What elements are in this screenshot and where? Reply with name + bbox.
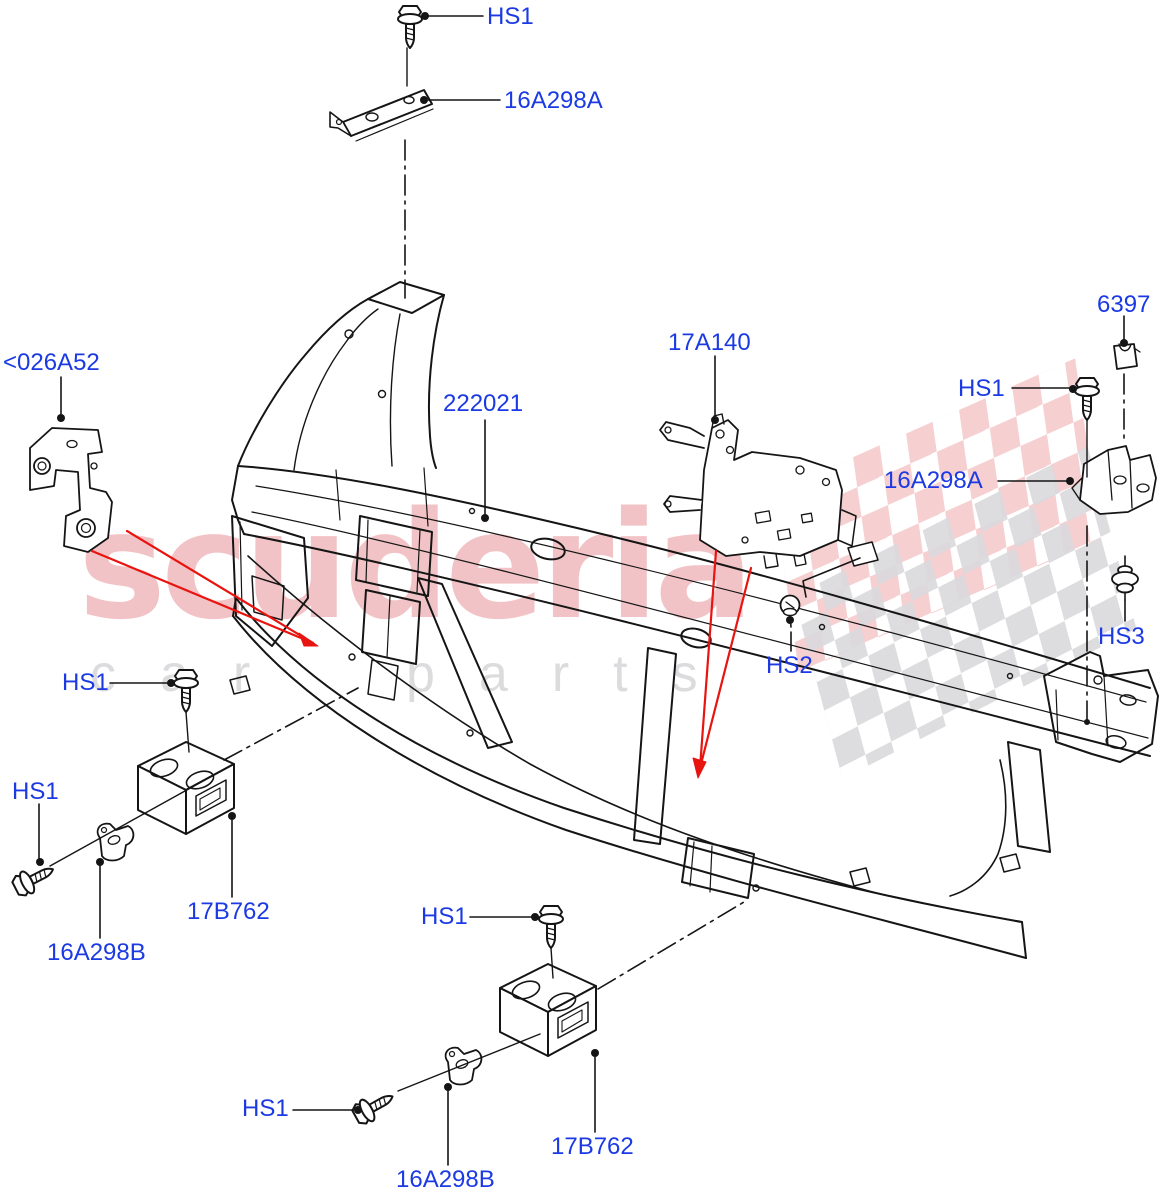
radiator-support-panel — [229, 281, 1159, 959]
part-label-16a298a-top[interactable]: 16A298A — [504, 87, 603, 114]
part-label-hs1-bottom-left[interactable]: HS1 — [242, 1095, 289, 1122]
part-label-hs1-left[interactable]: HS1 — [62, 669, 109, 696]
bracket-026a52 — [29, 427, 113, 553]
part-label-17a140[interactable]: 17A140 — [668, 329, 751, 356]
screw-hs2 — [779, 594, 801, 628]
part-label-hs3[interactable]: HS3 — [1098, 623, 1145, 650]
clip-6397 — [1113, 343, 1141, 370]
part-label-17b762-left[interactable]: 17B762 — [187, 898, 270, 925]
leader-dots — [36, 12, 1128, 1114]
bracket-16a298b-bottom — [444, 1046, 483, 1086]
bracket-16a298a-right — [1071, 445, 1157, 515]
bolt-hs1-right — [1074, 377, 1100, 421]
part-label-16a298b-left[interactable]: 16A298B — [47, 939, 146, 966]
bolt-hs1-bottom — [538, 905, 564, 949]
part-label-hs1-top[interactable]: HS1 — [487, 3, 534, 30]
block-17b762-left — [137, 741, 235, 835]
red-pointer-arrows — [90, 529, 753, 779]
part-label-hs1-bottom[interactable]: HS1 — [421, 903, 468, 930]
bolt-hs1-left — [173, 669, 199, 713]
leader-lines — [38, 15, 1126, 1166]
bracket-16a298a-top — [329, 89, 434, 142]
part-label-hs2[interactable]: HS2 — [766, 652, 813, 679]
stud-hs3 — [1111, 555, 1139, 601]
part-label-hs1-right[interactable]: HS1 — [958, 375, 1005, 402]
bracket-17a140 — [659, 413, 879, 569]
watermark-word-parts: parts — [406, 645, 742, 703]
part-label-222021[interactable]: 222021 — [443, 390, 524, 417]
part-label-6397[interactable]: 6397 — [1097, 291, 1151, 318]
part-label-16a298b-bottom[interactable]: 16A298B — [396, 1166, 495, 1193]
part-label-hs1-left-lower[interactable]: HS1 — [12, 778, 59, 805]
part-label-026a52[interactable]: <026A52 — [3, 349, 100, 376]
bolt-hs1-top — [397, 5, 423, 49]
dash-dot-lines — [223, 139, 1125, 990]
part-label-16a298a-right[interactable]: 16A298A — [884, 467, 983, 494]
watermark-word-car: car — [90, 645, 295, 703]
part-label-17b762-bottom[interactable]: 17B762 — [551, 1133, 634, 1160]
block-17b762-bottom — [499, 963, 597, 1057]
